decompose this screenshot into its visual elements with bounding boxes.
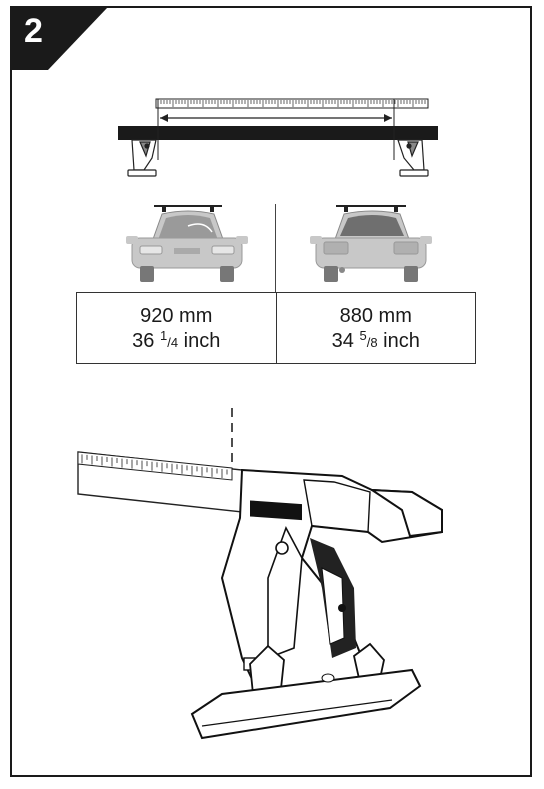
end-cap <box>368 488 443 538</box>
thule-logo: THULE <box>253 515 297 533</box>
car-front-view <box>126 205 248 282</box>
pad-pin <box>321 673 335 683</box>
view-divider <box>275 204 276 292</box>
right-foot <box>397 139 429 177</box>
front-inch: 36 1/4 inch <box>132 328 220 353</box>
step-badge: 2 <box>12 8 107 70</box>
front-inch-unit: inch <box>183 329 221 352</box>
front-inch-numerator: 1 <box>159 327 168 343</box>
instruction-panel: 2 <box>10 6 532 777</box>
front-inch-whole: 36 <box>132 329 155 352</box>
thule-logo-plate <box>250 500 302 521</box>
rear-inch-numerator: 5 <box>359 327 367 343</box>
front-measurement-cell: 920 mm 36 1/4 inch <box>77 293 276 363</box>
adjust-knob <box>275 541 289 555</box>
rear-inch-denominator: /8 <box>366 334 378 350</box>
front-mm: 920 mm <box>140 304 213 327</box>
tape-ticks <box>157 100 429 107</box>
roof-bar-measurement-illustration <box>118 98 438 177</box>
rear-measurement-cell: 880 mm 34 5/8 inch <box>275 293 476 363</box>
ruler-ticks <box>81 454 233 479</box>
step-badge-shape <box>12 8 107 70</box>
rear-mm: 880 mm <box>339 304 412 327</box>
measurement-table: 920 mm 36 1/4 inch 880 mm 34 5/8 inch <box>76 292 476 364</box>
rear-inch-unit: inch <box>383 329 420 352</box>
front-inch-denominator: /4 <box>167 334 179 350</box>
left-foot <box>127 139 157 177</box>
ruler-strip <box>77 451 233 481</box>
base-pad <box>190 668 422 740</box>
rack-foot-detail-illustration: THULE <box>77 408 443 740</box>
car-rear-view <box>310 205 432 282</box>
rear-inch: 34 5/8 inch <box>332 328 420 353</box>
rear-inch-whole: 34 <box>331 329 354 352</box>
step-number: 2 <box>24 12 43 50</box>
roof-bar <box>118 126 438 140</box>
